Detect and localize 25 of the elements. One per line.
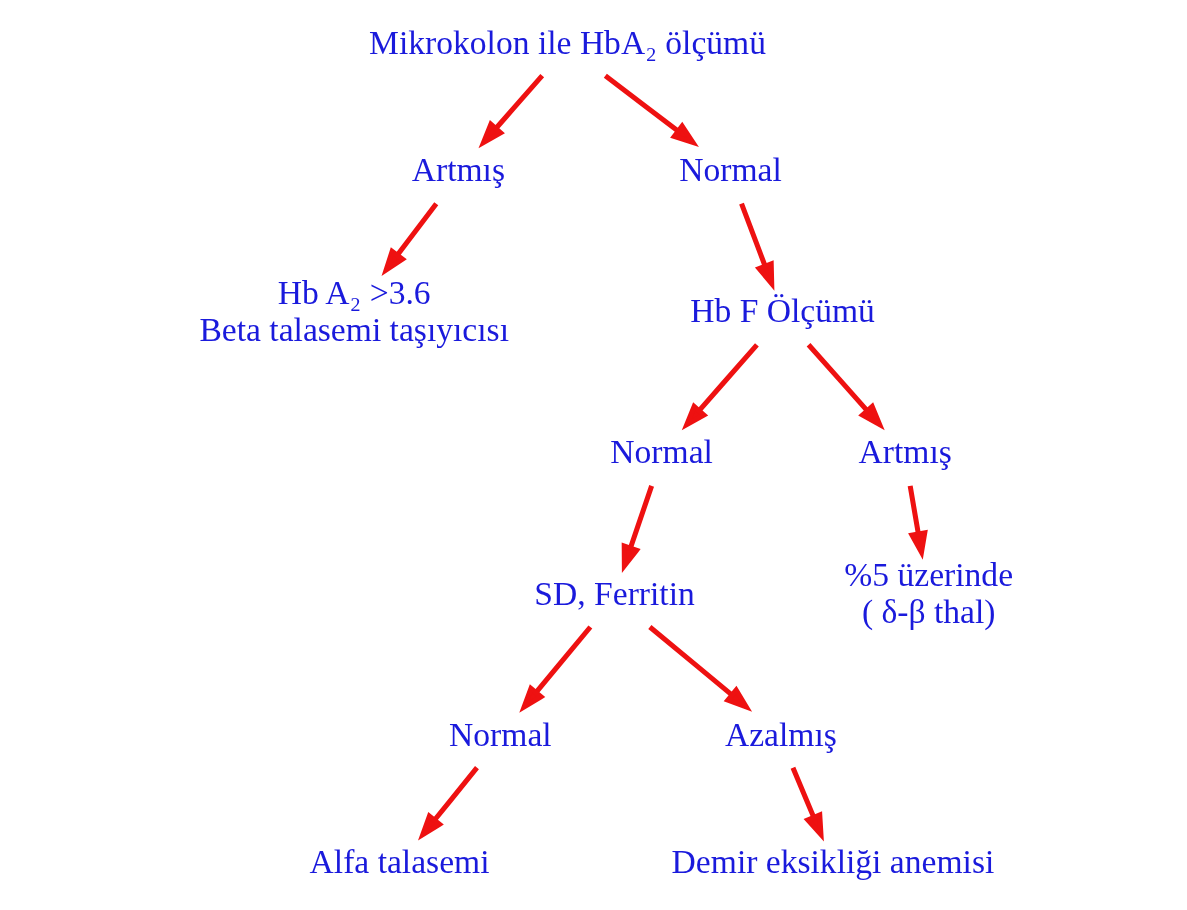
arrow [417,766,479,841]
node-text: Azalmış [724,715,837,753]
node-text: %5 üzerinde ( δ-β thal) [843,556,1013,630]
node-text: Normal [448,715,552,753]
node-text: Alfa talasemi [309,843,490,881]
arrow [518,625,592,713]
node-text: Hb F Ölçümü [689,292,875,330]
node-text: Artmış [411,151,505,189]
arrow [681,343,759,431]
node-text: Hb A₂ >3.6 Beta talasemi taşıyıcısı [198,273,509,348]
node-text: Demir eksikliği anemisi [671,843,994,881]
arrow [478,73,544,149]
node-text: SD, Ferritin [533,574,695,612]
arrow [790,766,824,842]
node-text: Mikrokolon ile HbA₂ ölçümü [368,23,766,61]
node-text: Normal [609,433,713,471]
arrow [907,485,928,560]
node-text: Normal [678,151,782,189]
arrow [647,625,752,712]
node-text: Artmış [858,433,952,471]
arrow [603,73,699,148]
arrow [381,202,438,277]
arrow [738,202,774,291]
arrow [806,343,885,431]
arrow [621,485,654,573]
